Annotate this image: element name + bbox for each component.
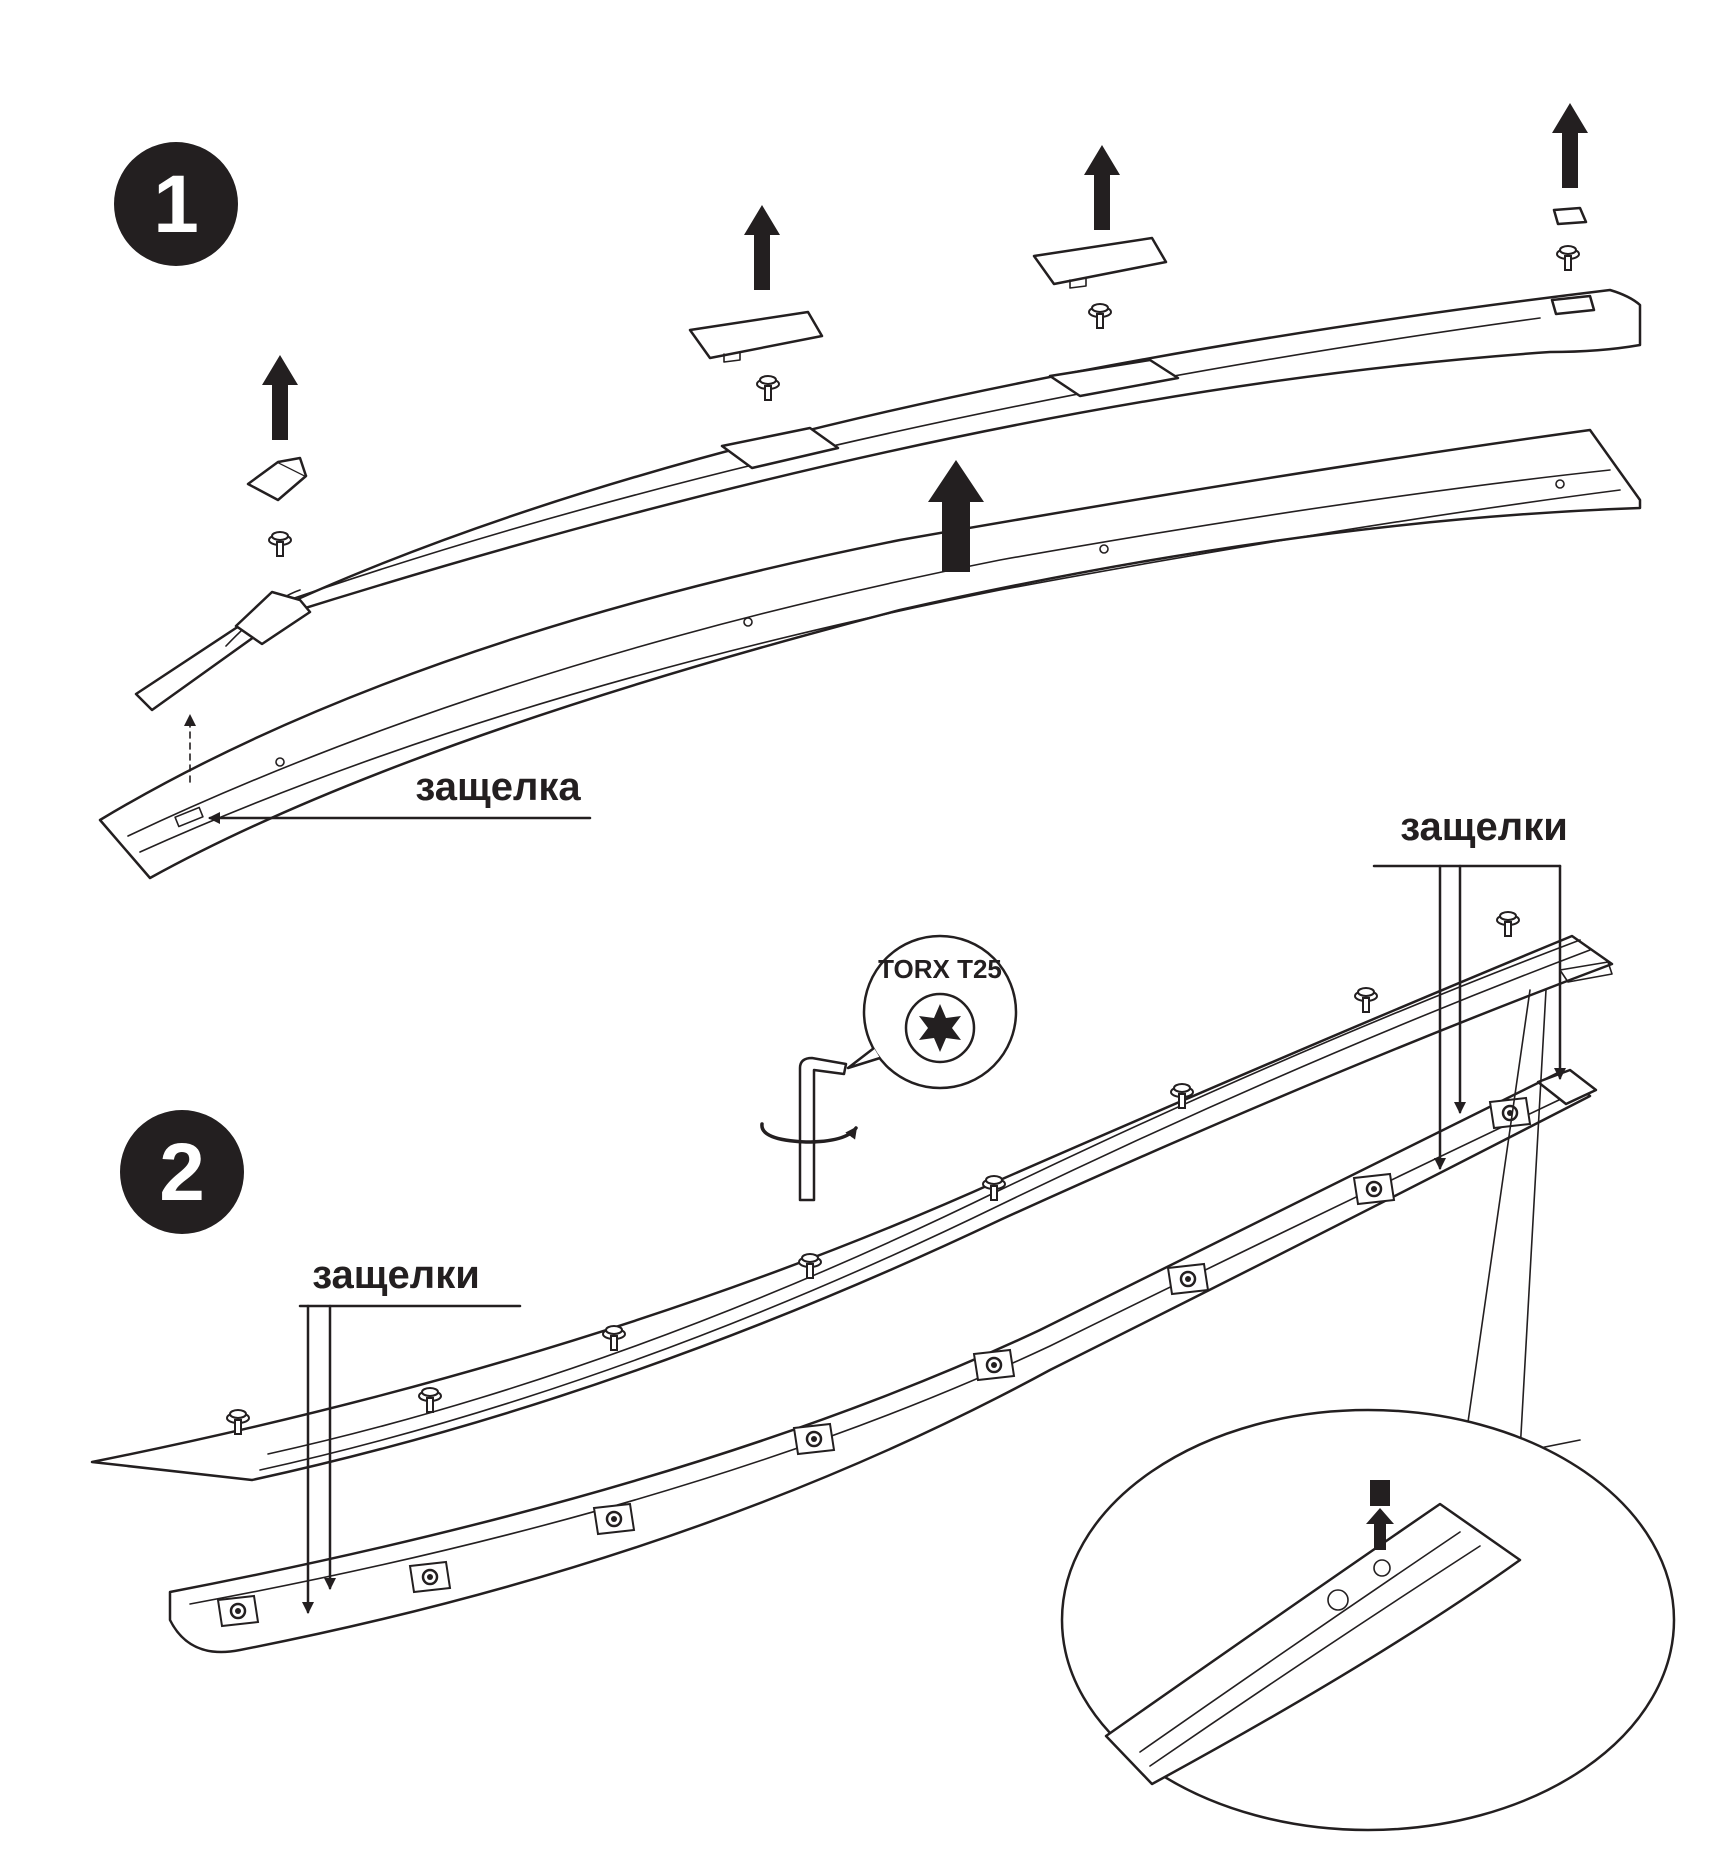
step-2-badge: 2 (120, 1110, 244, 1234)
rail-frame (90, 934, 1614, 1482)
cover-middle-left (688, 205, 824, 401)
end-cap-right (1552, 103, 1588, 271)
lift-arrow-rail (928, 460, 984, 572)
latches-top-callout: защелки (1372, 805, 1568, 1170)
torx-star-icon (919, 1004, 961, 1052)
latches-top-label: защелки (1400, 805, 1568, 849)
step-1-badge: 1 (114, 142, 238, 266)
cover-middle-right (1032, 145, 1168, 329)
rail-cover (134, 288, 1642, 712)
detail-zoom (1060, 989, 1676, 1832)
latches-left-label: защелки (312, 1253, 480, 1297)
tool-label: TORX T25 (878, 954, 1002, 984)
rail-base (98, 428, 1642, 880)
step-1-number: 1 (153, 159, 199, 250)
step-2-number: 2 (159, 1127, 205, 1218)
end-cap-left (246, 355, 308, 557)
hex-key-icon (760, 1056, 858, 1202)
latches-left-callout: защелки (298, 1253, 522, 1614)
torx-callout: TORX T25 (846, 934, 1018, 1090)
latch-label: защелка (415, 765, 581, 809)
latch-callout: защелка (184, 714, 592, 824)
